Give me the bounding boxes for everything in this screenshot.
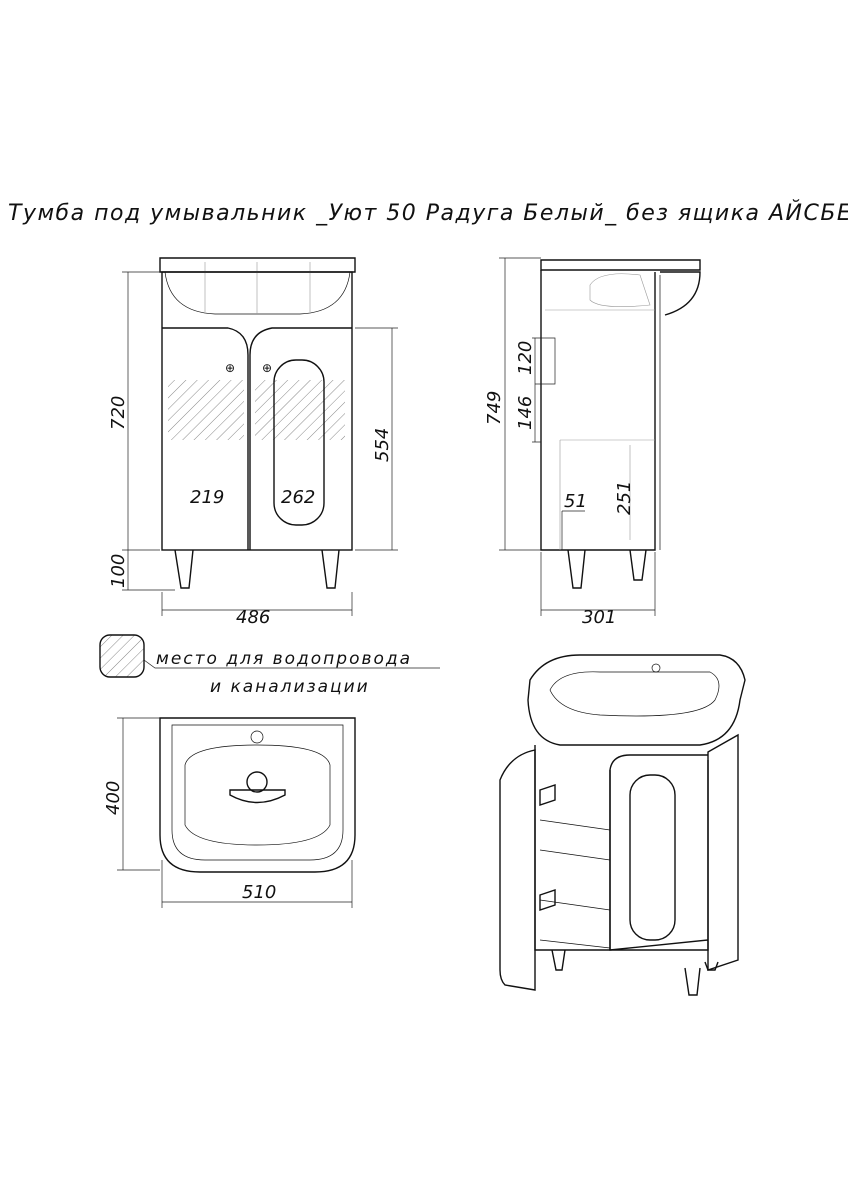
dim-554: 554 <box>372 428 393 462</box>
dim-400: 400 <box>103 781 124 815</box>
dim-146: 146 <box>515 396 536 430</box>
front-view: ⊕ ⊕ 720 100 554 486 219 262 <box>108 257 398 628</box>
svg-text:⊕: ⊕ <box>225 361 235 375</box>
dim-749: 749 <box>484 391 505 425</box>
dim-51: 51 <box>564 491 587 512</box>
legend-line-1: место для водопровода <box>156 649 412 669</box>
dim-262: 262 <box>281 487 315 508</box>
top-view: 400 510 <box>103 717 356 908</box>
dim-120: 120 <box>515 341 536 375</box>
dim-301: 301 <box>582 607 616 628</box>
dim-251: 251 <box>614 481 635 515</box>
dim-100: 100 <box>108 554 129 588</box>
plumbing-area-swatch <box>99 634 145 678</box>
dim-219: 219 <box>190 487 224 508</box>
dim-510: 510 <box>242 882 276 903</box>
legend-line-2: и канализации <box>210 677 370 697</box>
perspective-view <box>499 654 746 996</box>
drawing-title: Тумба под умывальник _Уют 50 Радуга Белы… <box>8 200 848 226</box>
dim-486: 486 <box>236 607 270 628</box>
svg-text:⊕: ⊕ <box>262 361 272 375</box>
legend: место для водопровода и канализации <box>99 634 440 697</box>
dim-720: 720 <box>108 396 129 430</box>
side-view: 749 120 146 51 251 301 <box>484 257 701 628</box>
